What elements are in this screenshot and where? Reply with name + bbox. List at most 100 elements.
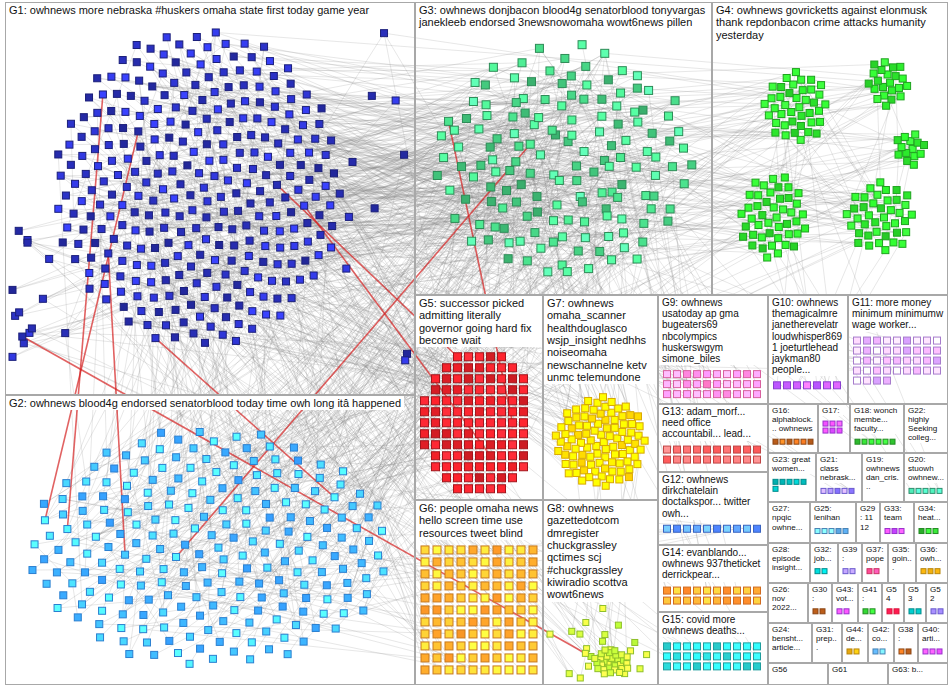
vertex-icon	[299, 122, 306, 129]
strong-tie-line	[22, 337, 591, 657]
vertex-icon	[219, 485, 226, 492]
vertex-icon	[287, 80, 294, 87]
tie-line	[61, 176, 166, 213]
vertex-icon	[300, 638, 307, 645]
vertex-icon	[204, 44, 211, 51]
vertex-icon	[197, 61, 204, 68]
vertex-icon	[214, 106, 221, 113]
vertex-icon	[108, 191, 115, 198]
vertex-icon	[148, 262, 155, 269]
tie-line	[502, 124, 619, 445]
tie-line	[126, 455, 163, 612]
vertex-icon	[230, 53, 237, 60]
vertex-icon	[162, 277, 169, 284]
vertex-icon	[216, 638, 223, 645]
vertex-icon	[317, 231, 324, 238]
vertex-icon	[121, 496, 128, 503]
vertex-icon	[72, 180, 79, 187]
vertex-icon	[330, 170, 337, 177]
vertex-icon	[531, 229, 539, 237]
vertex-icon	[105, 594, 112, 601]
strong-tie-line	[45, 131, 138, 520]
vertex-icon	[159, 70, 166, 77]
tie-line	[473, 102, 906, 153]
vertex-icon	[262, 243, 269, 250]
tie-line	[309, 153, 533, 634]
vertex-icon	[86, 285, 93, 292]
vertex-icon	[130, 469, 137, 476]
vertex-icon	[143, 157, 150, 164]
vertex-icon	[134, 293, 141, 300]
vertex-icon	[136, 112, 143, 119]
vertex-icon	[252, 488, 259, 495]
vertex-icon	[668, 163, 676, 171]
vertex-icon	[274, 295, 281, 302]
vertex-icon	[152, 244, 159, 251]
vertex-icon	[97, 634, 104, 641]
vertex-icon	[20, 340, 27, 347]
vertex-icon	[239, 552, 246, 559]
vertex-icon	[120, 638, 127, 645]
vertex-icon	[70, 210, 77, 217]
vertex-icon	[103, 479, 110, 486]
vertex-icon	[356, 490, 363, 497]
vertex-icon	[16, 309, 23, 316]
vertex-icon	[203, 141, 210, 148]
vertex-icon	[105, 544, 112, 551]
vertex-icon	[596, 128, 604, 136]
vertex-icon	[264, 564, 271, 571]
vertex-icon	[140, 611, 147, 618]
vertex-icon	[541, 96, 549, 104]
vertex-icon	[144, 322, 151, 329]
vertex-icon	[55, 151, 62, 158]
tie-line	[496, 63, 522, 172]
vertex-icon	[236, 302, 243, 309]
vertex-icon	[120, 140, 127, 147]
tie-line	[87, 214, 803, 524]
vertex-icon	[340, 610, 347, 617]
vertex-icon	[558, 80, 566, 88]
vertex-icon	[176, 271, 183, 278]
vertex-icon	[288, 295, 295, 302]
vertex-icon	[294, 457, 301, 464]
vertex-icon	[247, 289, 254, 296]
vertex-icon	[205, 627, 212, 634]
vertex-icon	[344, 579, 351, 586]
tie-line	[622, 71, 796, 98]
vertex-icon	[86, 588, 93, 595]
vertex-icon	[272, 456, 279, 463]
tie-line	[208, 104, 826, 582]
vertex-icon	[166, 292, 173, 299]
tie-line	[604, 100, 891, 161]
vertex-icon	[154, 106, 161, 113]
vertex-icon	[246, 619, 253, 626]
vertex-icon	[82, 569, 89, 576]
vertex-icon	[79, 493, 86, 500]
vertex-icon	[59, 496, 66, 503]
vertex-icon	[296, 276, 303, 283]
vertex-icon	[266, 514, 273, 521]
vertex-icon	[642, 192, 650, 200]
vertex-icon	[301, 202, 308, 209]
vertex-icon	[224, 177, 231, 184]
vertex-icon	[55, 205, 62, 212]
vertex-icon	[141, 97, 148, 104]
vertex-icon	[257, 188, 264, 195]
vertex-icon	[573, 177, 581, 185]
vertex-icon	[200, 184, 207, 191]
vertex-icon	[651, 171, 659, 179]
vertex-icon	[634, 118, 642, 126]
vertex-icon	[165, 239, 172, 246]
vertex-icon	[486, 143, 494, 151]
vertex-icon	[57, 172, 64, 179]
strong-tie-line	[155, 338, 334, 497]
vertex-icon	[119, 257, 126, 264]
vertex-icon	[476, 220, 484, 228]
vertex-icon	[212, 29, 219, 36]
vertex-icon	[86, 94, 93, 101]
vertex-icon	[285, 528, 292, 535]
vertex-icon	[235, 207, 242, 214]
vertex-icon	[337, 481, 344, 488]
vertex-icon	[145, 212, 152, 219]
tie-line	[49, 68, 288, 259]
